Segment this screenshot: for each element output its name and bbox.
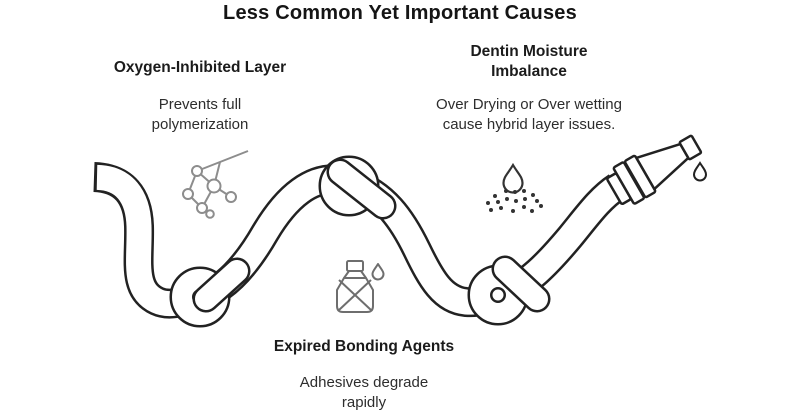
cause-description: Over Drying or Over wetting cause hybrid… [436,96,622,134]
bottle-drop-icon [371,263,385,281]
cause-heading: Expired Bonding Agents [273,338,455,355]
cause-heading: Oxygen-Inhibited Layer [113,59,287,76]
hose-knot-1 [169,257,251,328]
expired-bottle-icon [336,260,385,313]
hose-rope [92,134,708,328]
cause-description: Adhesives degrade rapidly [299,374,429,411]
water-drop-icon [692,161,708,182]
hose-nozzle-icon [606,134,703,206]
moisture-spray-icon [486,162,543,213]
cause-expired-bonding-agents: Expired Bonding Agents Adhesives degrade… [234,337,494,413]
cause-description: Prevents full polymerization [151,96,249,133]
cause-heading: Dentin Moisture Imbalance [470,43,588,81]
molecule-icon [182,150,249,219]
cause-oxygen-inhibited-layer: Oxygen-Inhibited Layer Prevents full pol… [70,58,330,135]
hose-knot-3 [467,255,551,326]
spray-dots [486,189,543,213]
hose-knot-2 [318,155,397,220]
cause-dentin-moisture-imbalance: Dentin Moisture Imbalance Over Drying or… [399,42,659,135]
page-title: Less Common Yet Important Causes [223,2,577,24]
